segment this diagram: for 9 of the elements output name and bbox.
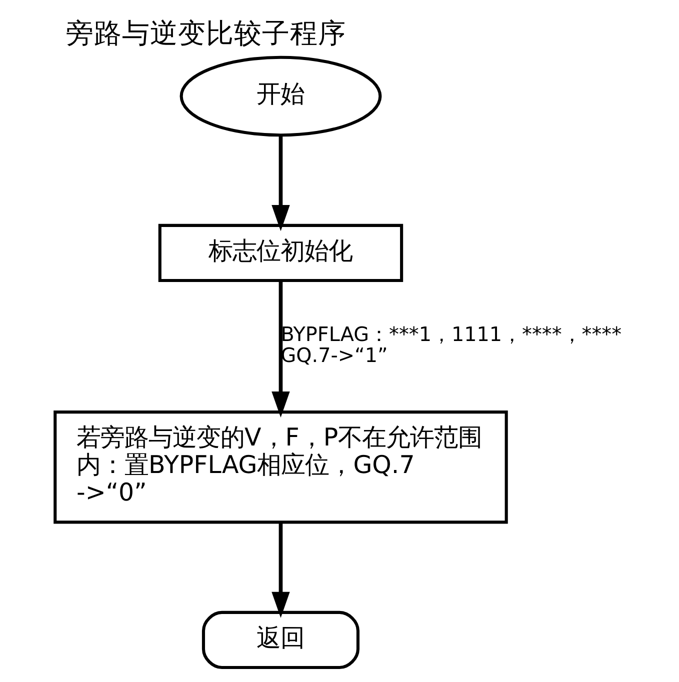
node-box: 返回	[201, 610, 359, 670]
arrow	[271, 135, 290, 232]
node-box: 若旁路与逆变的V，F，P不在允许范围内：置BYPFLAG相应位，GQ.7->“0”	[53, 410, 508, 524]
node-box: 标志位初始化	[158, 224, 403, 282]
node-ellipse: 开始	[179, 56, 382, 137]
diagram-title: 旁路与逆变比较子程序	[65, 18, 346, 50]
arrow	[271, 280, 290, 418]
edge-label: BYPFLAG：***1，1111，****，**** GQ.7->“1”	[280, 322, 622, 368]
arrow	[271, 522, 290, 618]
